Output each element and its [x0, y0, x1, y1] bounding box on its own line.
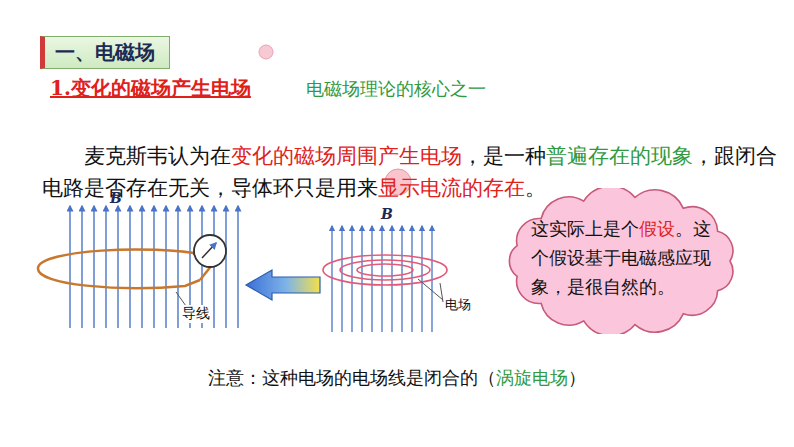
- field-line: [153, 206, 154, 328]
- field-line: [237, 206, 238, 328]
- field-symbol: B: [110, 190, 122, 206]
- field-line: [351, 226, 352, 332]
- direction-arrow: [246, 270, 320, 300]
- paragraph-text: 显示电流的存在: [378, 176, 525, 200]
- callout-text: 假设: [639, 218, 675, 239]
- paragraph: 麦克斯韦认为在变化的磁场周围产生电场，是一种普遍存在的现象，跟闭合电路是否存在无…: [42, 140, 784, 204]
- field-line: [117, 206, 118, 328]
- field-line: [165, 206, 166, 328]
- field-line: [331, 226, 332, 332]
- part-label: 电场: [445, 296, 471, 314]
- field-line: [391, 226, 392, 332]
- section-tab: 一、电磁场: [40, 36, 170, 69]
- callout-text: 这实际上是个: [531, 218, 639, 239]
- magnetic-field-lines: [70, 206, 238, 328]
- conductor-loop: [38, 249, 205, 288]
- part-label: 导线: [182, 305, 210, 323]
- field-line: [141, 206, 142, 328]
- field-symbol: B: [381, 206, 393, 222]
- leader-line: [440, 283, 443, 302]
- field-line: [69, 206, 70, 328]
- paragraph-text: 普遍存在的现象: [546, 144, 693, 168]
- electric-field-loops: [323, 255, 447, 285]
- note-text: 涡旋电场: [496, 367, 568, 388]
- paragraph-text: ，是一种: [462, 144, 546, 168]
- field-line: [93, 206, 94, 328]
- field-line: [105, 206, 106, 328]
- note-text: 注意：这种电场的电场线是闭合的（: [208, 367, 496, 388]
- subheading-note: 电磁场理论的核心之一: [306, 77, 486, 101]
- paragraph-text: 麦克斯韦认为在: [84, 144, 231, 168]
- cloud-outline: [509, 188, 733, 334]
- field-line: [225, 206, 226, 328]
- field-line: [341, 226, 342, 332]
- bubble: [259, 45, 273, 59]
- field-line: [421, 226, 422, 332]
- galvanometer-needle: [202, 243, 216, 258]
- paragraph-text: 。: [525, 176, 546, 200]
- paragraph-text: 变化的磁场周围产生电场: [231, 144, 462, 168]
- note-text: ）: [568, 367, 586, 388]
- magnetic-field-lines: [332, 226, 432, 332]
- field-line: [129, 206, 130, 328]
- galvanometer: [194, 235, 226, 267]
- callout-text: 这实际上是个假设。这个假设基于电磁感应现象，是很自然的。: [531, 214, 715, 301]
- field-line: [177, 206, 178, 328]
- leader-line: [176, 292, 186, 306]
- note: 注意：这种电场的电场线是闭合的（涡旋电场）: [0, 366, 794, 390]
- field-line: [411, 226, 412, 332]
- thought-cloud: 这实际上是个假设。这个假设基于电磁感应现象，是很自然的。: [505, 188, 739, 334]
- leader-line: [418, 279, 443, 300]
- subheading: 1.变化的磁场产生电场: [50, 75, 251, 102]
- field-line: [81, 206, 82, 328]
- field-line: [381, 226, 382, 332]
- section-heading: 一、电磁场: [55, 40, 155, 64]
